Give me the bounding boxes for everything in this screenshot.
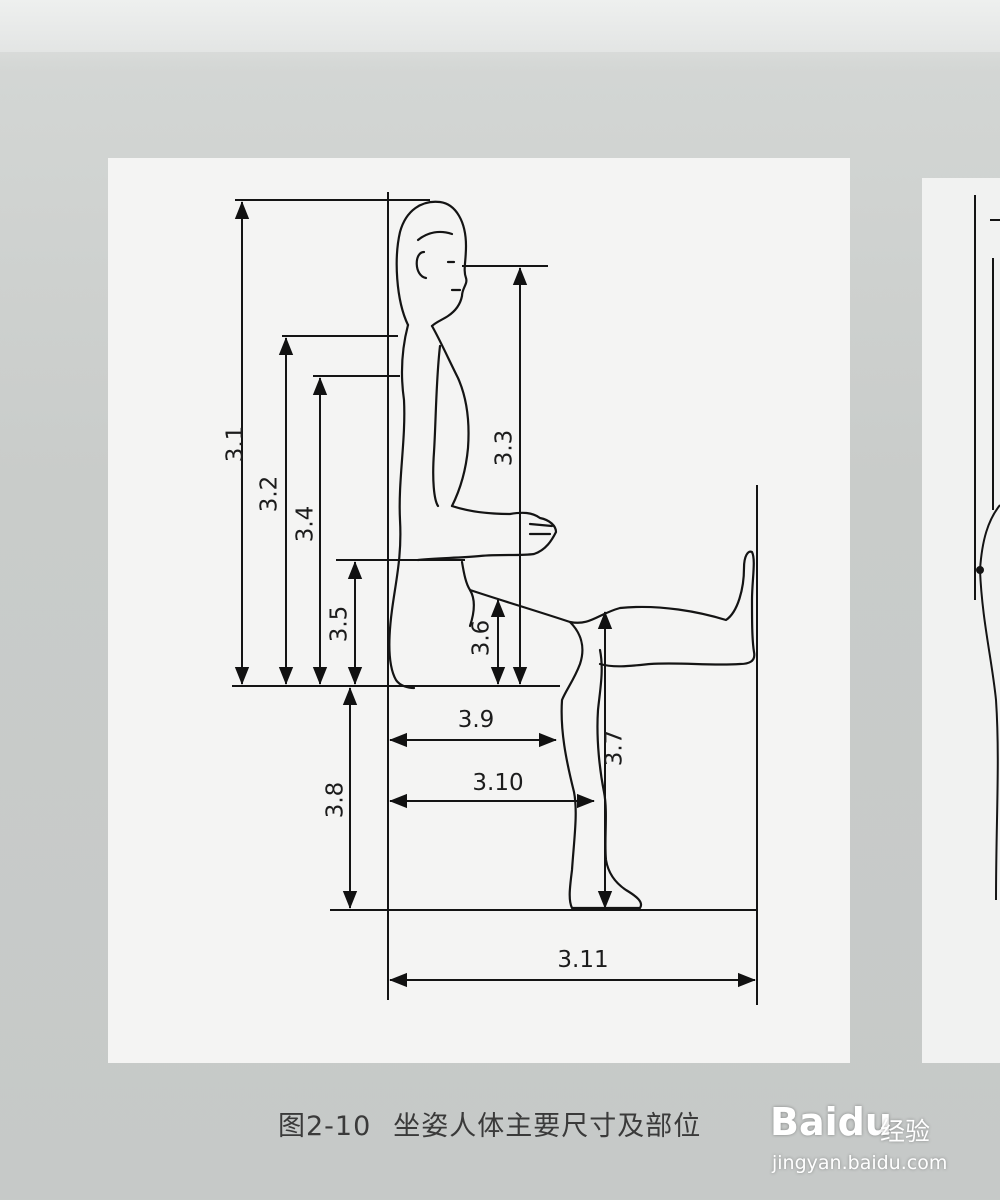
human-outline: [388, 200, 756, 910]
label-3-3: 3.3: [492, 430, 518, 467]
caption-text: 坐姿人体主要尺寸及部位: [393, 1111, 702, 1142]
adjacent-figure-lines: [974, 195, 1000, 901]
watermark-sub: 经验: [880, 1117, 931, 1146]
reference-lines: [232, 192, 758, 1005]
label-3-1: 3.1: [223, 426, 249, 463]
label-3-2: 3.2: [257, 476, 283, 513]
label-3-8: 3.8: [323, 782, 349, 819]
label-3-6: 3.6: [469, 620, 495, 657]
figure-caption: 图2-10 坐姿人体主要尺寸及部位: [278, 1104, 701, 1143]
label-3-4: 3.4: [293, 506, 319, 543]
caption-number: 图2-10: [278, 1111, 372, 1142]
label-3-9: 3.9: [458, 707, 495, 733]
dimension-labels: 3.1 3.2 3.4 3.5 3.3 3.6 3.7 3.8 3.9 3.10…: [223, 426, 628, 973]
dimension-arrows: [234, 201, 756, 988]
baidu-jingyan-watermark: Baidu 经验 jingyan.baidu.com: [770, 1092, 960, 1184]
label-3-5: 3.5: [327, 606, 353, 643]
adjacent-figure-panel: [922, 178, 1000, 1063]
label-3-11: 3.11: [557, 947, 608, 973]
label-3-10: 3.10: [472, 770, 523, 796]
label-3-7: 3.7: [602, 730, 628, 767]
page-top-margin: [0, 0, 1000, 52]
watermark-url: jingyan.baidu.com: [772, 1152, 948, 1174]
figure-panel: [108, 158, 850, 1063]
watermark-brand: Baidu: [770, 1100, 892, 1144]
